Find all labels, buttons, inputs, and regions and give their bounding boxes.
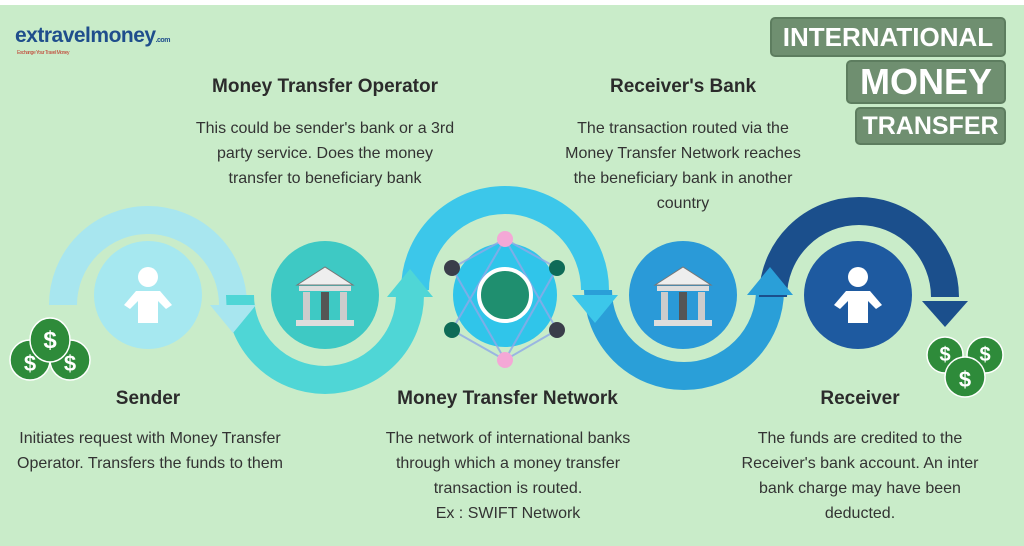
flow-arrow-1 — [49, 206, 247, 306]
sender-title: Sender — [115, 388, 181, 409]
money-bags-icon: $ $ $ — [926, 336, 1004, 398]
operator-desc: This could be sender's bank or a 3rd par… — [195, 120, 455, 187]
arrowhead-2 — [387, 269, 433, 297]
svg-text:$: $ — [979, 344, 990, 366]
network-example: Ex : SWIFT Network — [435, 505, 581, 522]
network-desc: The network of international banks throu… — [385, 430, 631, 522]
flow-diagram: $ $ $ $ $ $ — [9, 186, 1004, 398]
arrowhead-1 — [210, 305, 256, 333]
title-line-3: TRANSFER — [855, 107, 1006, 145]
arrowhead-5 — [922, 301, 968, 327]
svg-text:$: $ — [43, 327, 57, 354]
bank-icon — [295, 266, 355, 326]
bank-icon — [653, 266, 713, 326]
network-title: Money Transfer Network — [397, 388, 618, 409]
svg-text:$: $ — [64, 351, 76, 376]
flow-arrow-2 — [226, 294, 424, 394]
person-icon — [124, 267, 172, 323]
globe-network-icon — [444, 231, 565, 368]
flow-arrow-4 — [584, 289, 784, 390]
title-line-2: MONEY — [846, 60, 1006, 104]
sender-desc: Initiates request with Money Transfer Op… — [17, 430, 283, 472]
svg-text:$: $ — [24, 351, 36, 376]
arrowhead-4 — [747, 267, 793, 295]
money-bags-icon: $ $ $ — [9, 317, 91, 381]
title-line-1: INTERNATIONAL — [770, 17, 1006, 57]
flow-arrow-5 — [759, 197, 959, 298]
svg-text:$: $ — [959, 367, 971, 392]
receiver-desc: The funds are credited to the Receiver's… — [741, 430, 979, 522]
arrowhead-3 — [572, 295, 618, 323]
receivers-bank-desc: The transaction routed via the Money Tra… — [565, 120, 801, 212]
receiver-title: Receiver — [820, 388, 900, 409]
flow-arrow-3 — [401, 186, 609, 291]
receivers-bank-title: Receiver's Bank — [609, 76, 757, 97]
operator-title: Money Transfer Operator — [212, 76, 438, 97]
svg-text:$: $ — [939, 344, 950, 366]
person-icon — [834, 267, 882, 323]
